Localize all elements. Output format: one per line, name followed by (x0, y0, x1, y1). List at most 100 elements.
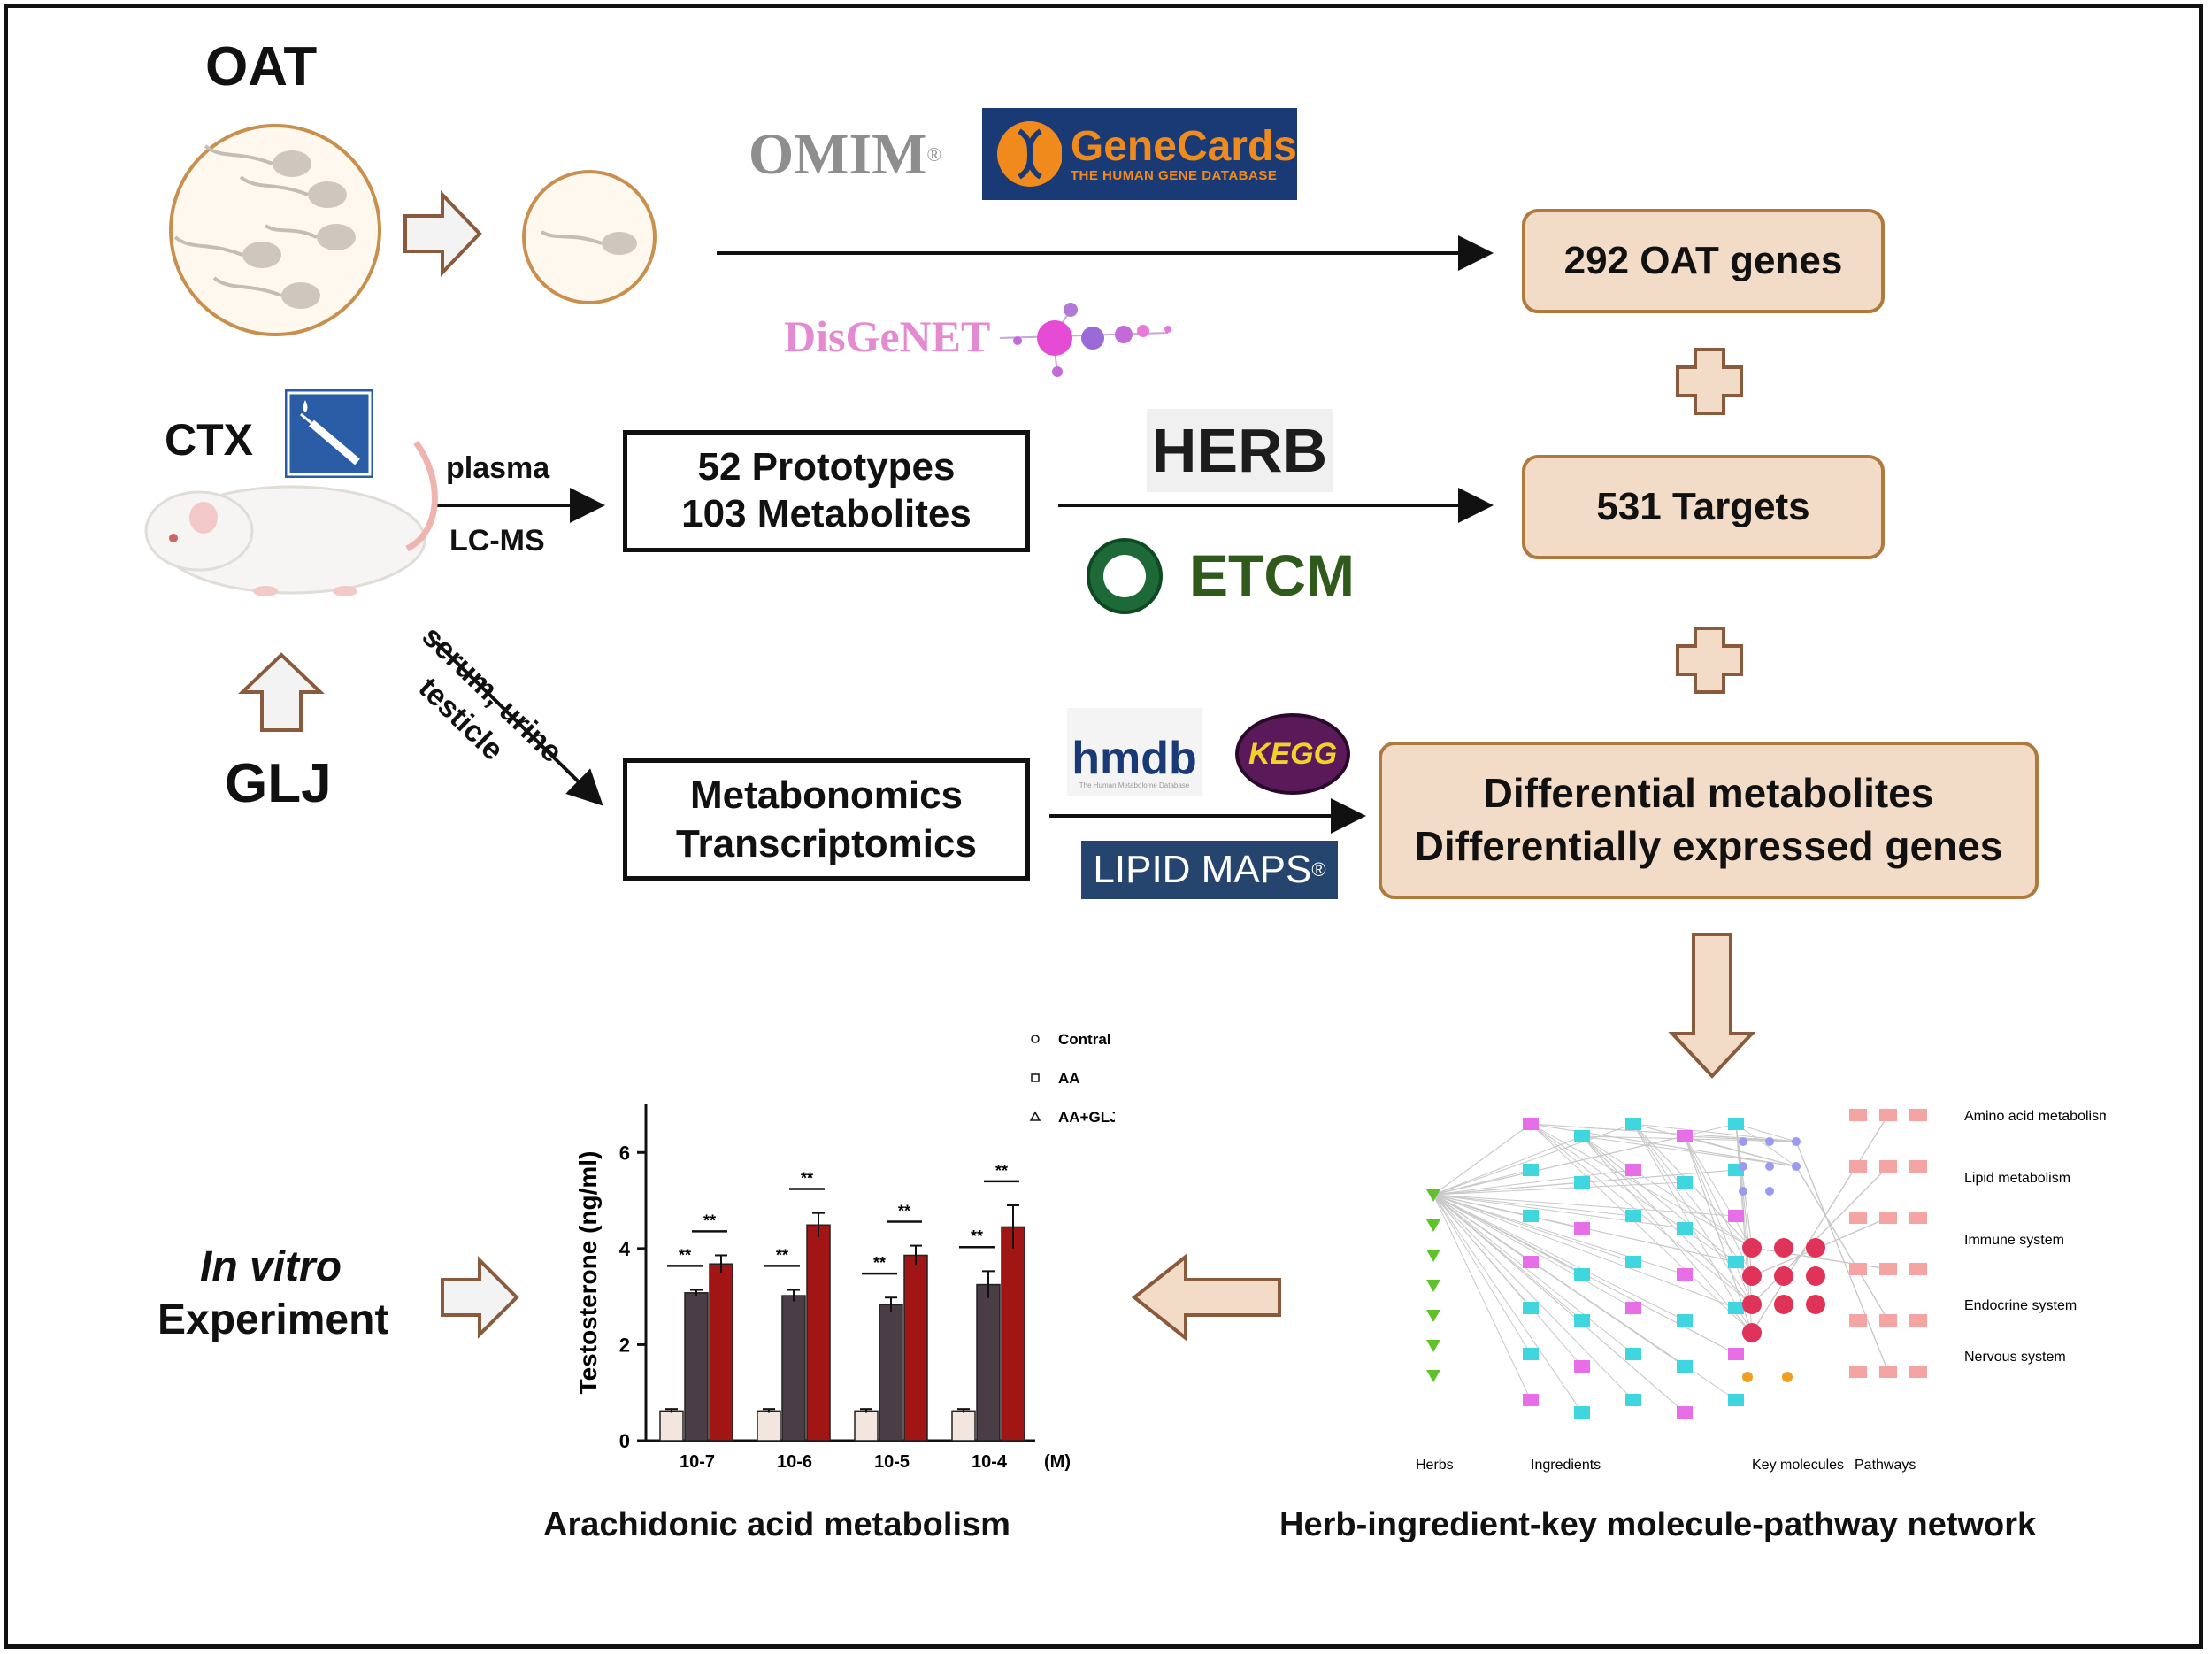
bar-0-1 (757, 1410, 781, 1442)
arrow-down-to-network (1668, 933, 1756, 1079)
network-nodes (1426, 1109, 1927, 1419)
legend-label: AA+GLJ (1058, 1109, 1115, 1126)
network-edge (1432, 1194, 1532, 1355)
key-molecule-node (1774, 1295, 1793, 1314)
bar-0-2 (854, 1410, 879, 1442)
pathway-node (1849, 1366, 1867, 1378)
pathway-node (1909, 1109, 1927, 1121)
y-axis-title: Testosterone (ng/ml) (574, 1151, 602, 1395)
y-tick-label: 4 (619, 1238, 631, 1260)
ingredient-node (1574, 1222, 1590, 1235)
ingredient-node (1728, 1256, 1744, 1268)
pathway-node (1909, 1160, 1927, 1173)
pathway-node (1909, 1212, 1927, 1224)
plasma-label: plasma (446, 451, 550, 485)
ingredient-node (1625, 1164, 1641, 1176)
hollow-arrow-invitro (441, 1256, 519, 1339)
herb-node (1426, 1370, 1440, 1382)
network-edge (1432, 1123, 1634, 1196)
genecards-logo: GeneCards THE HUMAN GENE DATABASE (982, 108, 1297, 200)
y-tick-label: 6 (619, 1142, 630, 1164)
x-tick-label: 10-5 (874, 1452, 910, 1472)
herb-logo: HERB (1147, 409, 1333, 492)
key-molecule-node (1742, 1295, 1762, 1314)
key-molecule-node (1806, 1266, 1825, 1286)
pathway-category-label: Endocrine system (1964, 1298, 2077, 1313)
ingredient-node (1677, 1314, 1693, 1327)
network-edge (1432, 1194, 1686, 1367)
key-molecule-node (1792, 1162, 1801, 1171)
herb-text: HERB (1151, 416, 1328, 485)
network-edge (1632, 1123, 1797, 1167)
hollow-arrow-oat (403, 190, 482, 277)
omics-line1: Metabonomics (689, 773, 964, 817)
legend-marker (1029, 1111, 1041, 1121)
ingredient-node (1728, 1348, 1744, 1360)
targets-box: 531 Targets (1522, 455, 1885, 559)
x-tick-label: 10-6 (777, 1452, 812, 1472)
network-edge (1530, 1123, 1753, 1334)
x-tick-label: 10-7 (680, 1452, 715, 1472)
key-molecule-node (1742, 1266, 1762, 1286)
ingredient-node (1728, 1210, 1744, 1222)
ingredient-node (1677, 1130, 1693, 1142)
bar-1-1 (781, 1295, 806, 1442)
key-molecule-node (1806, 1238, 1825, 1258)
ingredient-node (1574, 1314, 1590, 1327)
network-column-label: Key molecules (1752, 1458, 1844, 1473)
ingredient-node (1574, 1268, 1590, 1281)
herb-node (1426, 1189, 1440, 1202)
herb-node (1426, 1340, 1440, 1352)
sperm-illustration-large (169, 124, 381, 336)
ingredient-node (1625, 1302, 1641, 1314)
legend-label: Contral (1058, 1031, 1111, 1048)
ingredient-node (1574, 1130, 1590, 1142)
key-molecule-node (1742, 1323, 1762, 1342)
pathway-node (1879, 1109, 1897, 1121)
bar-2-2 (903, 1254, 928, 1442)
oat-genes-box: 292 OAT genes (1522, 209, 1885, 313)
y-tick-label: 2 (619, 1334, 630, 1356)
network-edge (1432, 1194, 1634, 1309)
kegg-text: KEGG (1248, 736, 1338, 771)
network-edge (1684, 1135, 1753, 1334)
differential-line2: Differentially expressed genes (1414, 823, 2003, 869)
in-vitro-label: In vitro (200, 1243, 342, 1290)
network-edge (1432, 1181, 1686, 1196)
herb-node (1426, 1310, 1440, 1322)
network-edge (1581, 1135, 1797, 1167)
network-edge (1432, 1194, 1737, 1309)
ingredient-node (1677, 1406, 1693, 1419)
pathway-node (1879, 1212, 1897, 1224)
network-edge (1530, 1123, 1753, 1277)
prototypes-line2: 103 Metabolites (681, 492, 972, 535)
pathway-node (1849, 1160, 1867, 1173)
bar-0-0 (659, 1410, 684, 1442)
lipidmaps-logo: LIPID MAPS® (1081, 841, 1338, 899)
network-edge (1432, 1194, 1532, 1401)
ingredient-node (1677, 1176, 1693, 1189)
pathway-category-label: Nervous system (1964, 1350, 2066, 1365)
network-edge (1432, 1194, 1634, 1263)
prototypes-box: 52 Prototypes 103 Metabolites (623, 430, 1030, 552)
ingredient-node (1728, 1394, 1744, 1406)
key-molecule-node (1739, 1187, 1747, 1196)
pathway-node (1909, 1314, 1927, 1327)
ingredient-node (1523, 1164, 1539, 1176)
network-edge (1530, 1123, 1753, 1249)
sig-label: ** (995, 1162, 1008, 1180)
ingredient-node (1574, 1176, 1590, 1189)
network-edge (1581, 1135, 1753, 1334)
network-edge (1751, 1165, 1889, 1305)
ingredient-node (1523, 1348, 1539, 1360)
bar-2-1 (806, 1224, 831, 1442)
sperm-illustration-single (522, 170, 657, 304)
targets-text: 531 Targets (1596, 485, 1810, 528)
pathway-node (1849, 1212, 1867, 1224)
key-molecule-node (1765, 1187, 1774, 1196)
